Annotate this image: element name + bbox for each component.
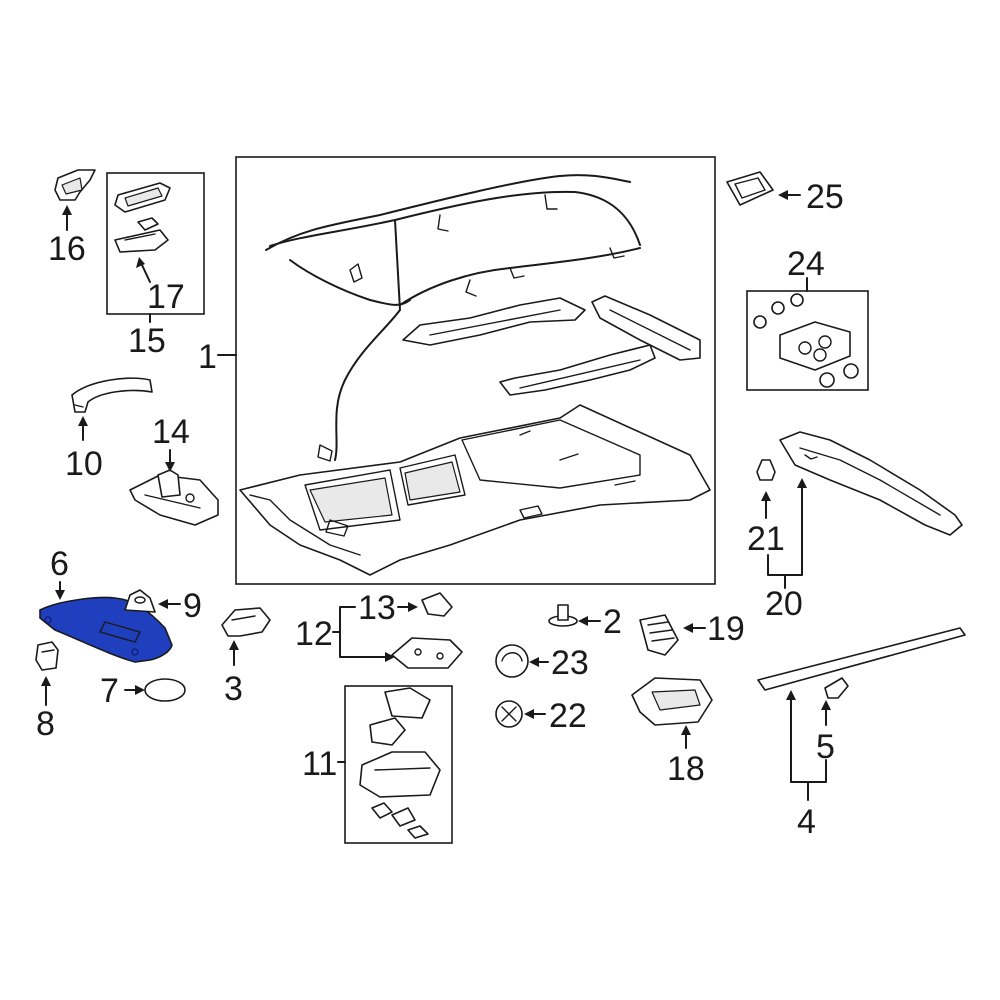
headliner-group-box [235,156,716,585]
headliner-reinforcement-rear[interactable] [499,344,656,396]
callout-11: 11 [302,745,337,783]
part-16-clip[interactable] [54,169,96,201]
part-18-lamp[interactable] [631,677,713,726]
part-23-grommet[interactable] [495,644,529,678]
part-5-clip[interactable] [824,677,849,699]
part-13-clip[interactable] [421,592,453,617]
part-7-cover[interactable] [144,678,186,702]
callout-1: 1 [198,338,217,376]
part-9-visor-clip[interactable] [124,589,156,613]
callout-labels: 1 2 3 4 5 6 7 8 9 10 11 12 13 14 15 16 1… [36,178,844,841]
callout-9: 9 [183,587,202,625]
part-25-lamp-cover[interactable] [726,171,774,206]
leader-lines [41,190,831,801]
part-11-map-lamp[interactable] [359,687,441,839]
group-11-box [344,685,453,844]
part-6-sun-visor[interactable] [39,596,173,663]
part-2-pin[interactable] [548,604,578,627]
part-10-assist-grip[interactable] [71,377,153,413]
callout-18: 18 [667,750,705,788]
callout-20: 20 [765,585,803,623]
callout-8: 8 [36,705,55,743]
callout-6: 6 [50,545,69,583]
callout-22: 22 [549,697,587,735]
headliner-wire-harness[interactable] [265,174,641,462]
callout-12: 12 [295,615,333,653]
headliner-reinforcement-front[interactable] [402,297,586,346]
part-24-switch[interactable] [753,293,859,388]
callout-3: 3 [224,670,243,708]
callout-24: 24 [787,245,825,283]
part-19-connector[interactable] [639,614,679,656]
callout-2: 2 [603,603,622,641]
callout-17: 17 [147,278,185,316]
callout-23: 23 [551,644,589,682]
part-17-bracket-cover[interactable] [114,182,171,253]
callout-25: 25 [806,178,844,216]
part-20-rail[interactable] [779,431,963,536]
part-14-bracket[interactable] [129,469,219,526]
callout-13: 13 [358,589,396,627]
headliner-panel[interactable] [239,404,711,576]
part-22-plug[interactable] [495,700,523,728]
group-15-box [106,172,205,315]
part-8-visor-holder[interactable] [35,641,59,671]
callout-7: 7 [100,672,119,710]
callout-19: 19 [707,610,745,648]
part-21-clip[interactable] [756,459,776,481]
callout-16: 16 [48,230,86,268]
part-4-moulding[interactable] [757,627,966,691]
headliner-reinforcement-mid[interactable] [591,295,701,361]
part-12-bracket[interactable] [391,637,463,669]
callout-21: 21 [747,520,785,558]
callout-5: 5 [816,728,835,766]
callout-10: 10 [65,445,103,483]
sun-visor-highlighted[interactable] [39,596,173,663]
part-3-hook[interactable] [221,607,271,637]
callout-14: 14 [152,413,190,451]
callout-4: 4 [797,803,816,841]
callout-15: 15 [128,322,166,360]
